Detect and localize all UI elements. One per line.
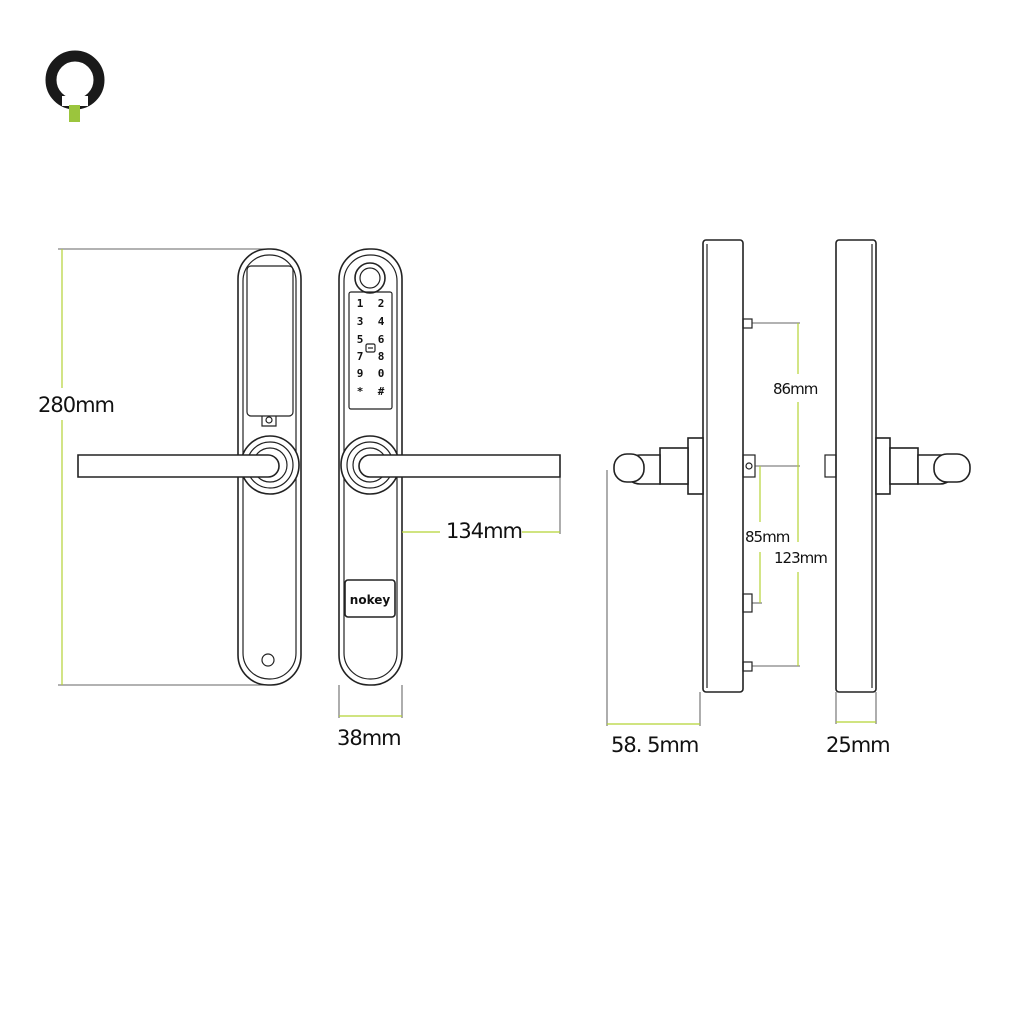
keypad-key[interactable]: 0 [378,367,385,380]
fingerprint-reader [354,262,386,294]
front-lever [358,454,561,478]
keypad-key[interactable]: 2 [378,297,385,310]
thickness-label: 25mm [826,733,890,757]
brand-logo [45,50,105,122]
keypad-keys: 1 2 3 4 5 6 7 8 9 0 * # [357,297,385,398]
back-view: 280mm [38,248,302,686]
side-view-inside: 86mm 85mm 123mm 58. 5mm [606,239,828,757]
lock-indicator-icon [365,343,376,353]
keypad-key[interactable]: 7 [357,350,364,363]
keypad-key[interactable]: * [357,385,364,398]
back-lever [77,454,280,478]
keypad-key[interactable]: 4 [378,315,385,328]
bottom-fixing [742,661,753,672]
side-rosette [687,437,704,495]
spindle-top-label: 86mm [773,380,818,398]
side-plate [702,239,744,693]
spindle-cylinder-label: 85mm [745,528,790,546]
keypad-panel [348,291,393,410]
brand-badge-text: nokey [350,593,391,607]
keypad-key[interactable]: 5 [357,333,364,346]
side-plate-outside [835,239,877,693]
side-view-outside: 25mm [824,239,971,757]
cylinder-fixing [742,593,753,613]
keypad-key[interactable]: # [378,385,385,398]
keypad-key[interactable]: 1 [357,297,364,310]
keypad-key[interactable]: 9 [357,367,364,380]
side-neck [659,447,689,485]
top-fixing [742,318,753,329]
fixing-centres-label: 123mm [774,549,827,567]
side-lever-end [613,453,645,483]
back-screw [261,653,275,667]
keypad-key[interactable]: 8 [378,350,385,363]
side-lever-end-outside [933,453,971,483]
brand-badge [344,579,396,618]
side-rosette-outside [875,437,891,495]
logo-accent [69,105,80,122]
handle-length-label: 134mm [446,519,522,543]
front-view: 1 2 3 4 5 6 7 8 9 0 * # nokey 134mm [337,248,561,750]
spindle [742,454,756,478]
width-label: 38mm [337,726,401,750]
keypad-key[interactable]: 3 [357,315,364,328]
height-label: 280mm [38,393,114,417]
battery-cover [246,265,294,417]
projection-label: 58. 5mm [611,733,698,757]
keypad-key[interactable]: 6 [378,333,385,346]
